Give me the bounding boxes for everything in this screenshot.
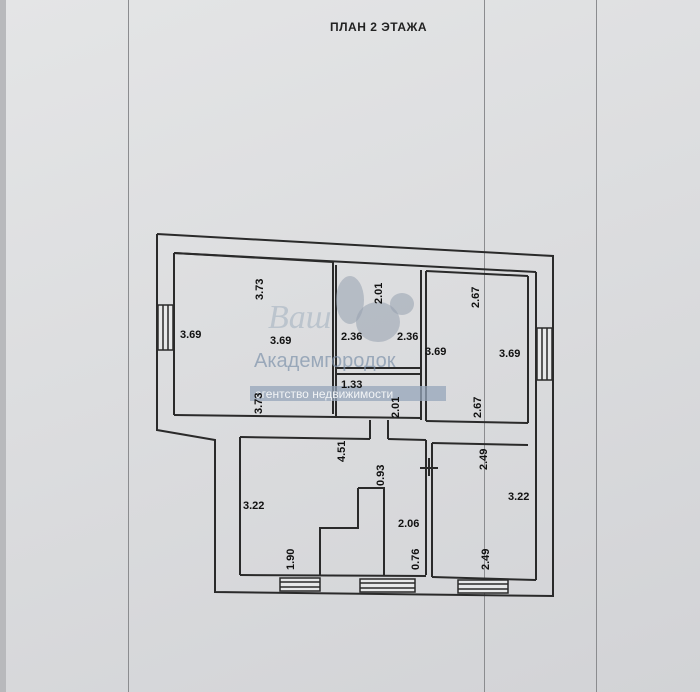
dim-corridor-mid: 2.06 [398,518,419,530]
dim-nw-bottom: 3.73 [253,393,265,414]
frame-line-far-right [596,0,597,692]
dim-bath-right: 2.36 [397,331,418,343]
dim-se-bottom: 2.49 [480,549,492,570]
dimension-labels: 3.73 3.69 3.69 3.73 2.01 2.36 2.36 1.33 … [180,279,529,570]
watermark: Ваш Академгородок агентство недвижимости [250,276,446,401]
dim-sw-top: 4.51 [336,441,348,462]
dim-sw-bottom: 1.90 [285,549,297,570]
watermark-company: Академгородок [254,350,396,372]
frame-line-left [128,0,129,692]
dim-corridor-bottom: 0.76 [410,549,422,570]
window-south-3 [457,579,509,594]
dim-ne-bottom: 2.67 [472,397,484,418]
window-south-2 [359,578,416,593]
window-south-1 [279,577,321,592]
dim-corridor-top: 0.93 [375,465,387,486]
dim-ne-left: 3.69 [425,346,446,358]
dim-nw-mid: 3.69 [270,335,291,347]
window-west [157,304,174,351]
windows [157,304,553,594]
watermark-band [250,386,446,401]
outer-walls [156,233,554,598]
squirrel-icon [336,276,414,342]
frame-line-right [484,0,485,692]
dim-small-width: 1.33 [341,379,362,391]
dim-bath-top: 2.01 [373,283,385,304]
dim-se-right: 3.22 [508,491,529,503]
dim-nw-left: 3.69 [180,329,201,341]
dim-ne-right: 3.69 [499,348,520,360]
dim-nw-top: 3.73 [254,279,266,300]
dim-se-top: 2.49 [478,449,490,470]
dim-small-height: 2.01 [390,397,402,418]
dim-ne-top: 2.67 [470,287,482,308]
page-title: ПЛАН 2 ЭТАЖА [330,20,428,34]
watermark-tagline: агентство недвижимости [255,387,393,401]
window-east [536,327,553,381]
watermark-logo: Ваш [268,299,331,336]
dim-sw-left: 3.22 [243,500,264,512]
sheet-edge [0,0,6,692]
dim-bath-left: 2.36 [341,331,362,343]
